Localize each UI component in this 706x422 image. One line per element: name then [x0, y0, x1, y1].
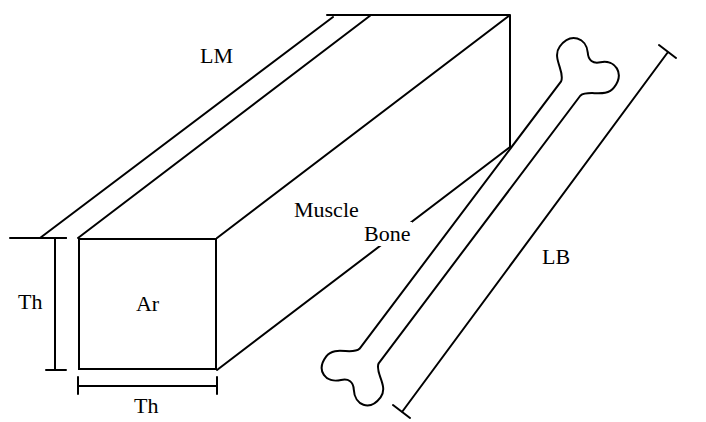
bone-length-dimension [393, 45, 676, 418]
area-label: Ar [136, 292, 159, 316]
thickness-label: Th [16, 290, 44, 314]
thickness-label: Th [132, 394, 160, 418]
muscle-prism [78, 15, 510, 370]
bone-outline [316, 32, 625, 410]
bone-label: Bone [362, 222, 412, 246]
cross-section-face: Ar [78, 238, 217, 370]
muscle-label: Muscle [292, 198, 361, 222]
thickness-dimension [46, 238, 66, 370]
length-dimension [10, 15, 388, 238]
length-label: LM [198, 44, 235, 68]
thickness-dimension [78, 377, 217, 394]
length-label: LB [540, 245, 572, 269]
